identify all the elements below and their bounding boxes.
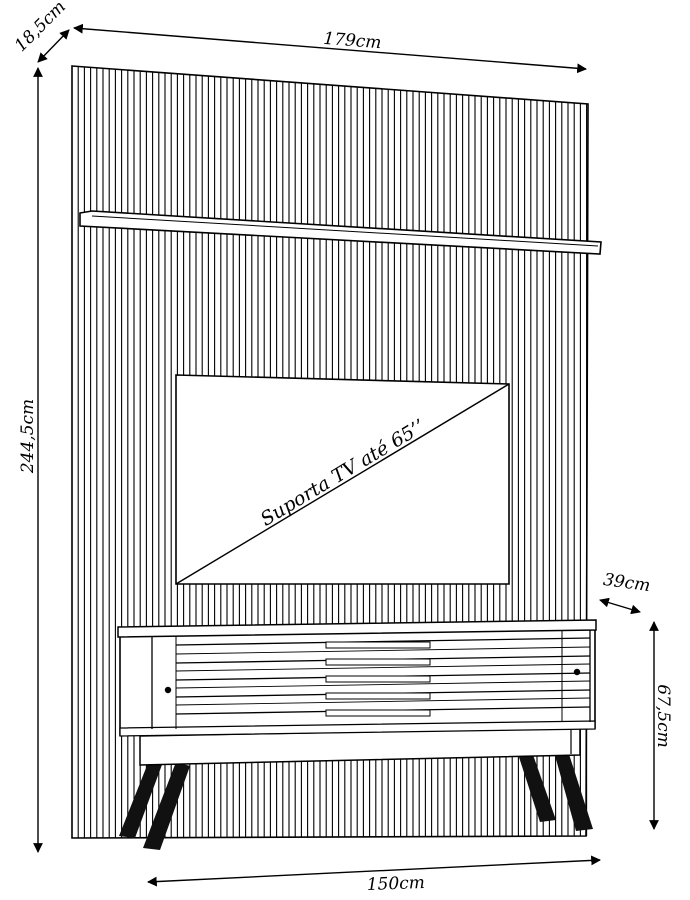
rack-leg-back-right — [554, 751, 593, 831]
label-height-total: 244,5cm — [18, 399, 38, 474]
rack-slat — [175, 680, 591, 689]
rack-right-knob-icon[interactable] — [573, 668, 581, 676]
arrow-width-panel — [73, 23, 587, 74]
arrow-width-rack — [147, 855, 601, 887]
panel-outline — [71, 65, 589, 839]
rack-slat — [175, 646, 591, 655]
rack-front-slats — [175, 637, 591, 717]
arrow-depth-rack — [599, 597, 641, 615]
label-height-rack: 67,5cm — [653, 684, 673, 748]
shelf-board — [79, 210, 602, 255]
arrow-depth-top — [37, 29, 70, 63]
tv-rack — [117, 619, 597, 850]
dimension-lines — [33, 23, 659, 887]
rack-center-inset — [325, 658, 431, 666]
rack-center-inset — [325, 692, 431, 700]
rack-center-inset — [325, 675, 431, 683]
rack-top — [117, 619, 597, 638]
rack-center-inset — [325, 709, 431, 717]
rack-slat — [175, 663, 591, 672]
label-depth-rack: 39cm — [602, 570, 652, 596]
rack-slat — [175, 697, 591, 706]
tv-area: Suporta TV até 65’’ — [175, 374, 510, 585]
tv-frame — [175, 374, 510, 585]
rack-leg-front-left — [119, 758, 163, 838]
rack-center-inset — [325, 641, 431, 649]
label-depth-top: 18,5cm — [11, 0, 70, 56]
label-width-rack: 150cm — [366, 873, 425, 895]
shelf-edge — [91, 215, 599, 247]
tv-diagonal — [175, 383, 510, 585]
rack-leg-back-left — [143, 762, 190, 850]
label-width-panel: 179cm — [323, 29, 382, 53]
rack-bottom-board — [119, 720, 596, 737]
rack-left-knob-icon[interactable] — [164, 686, 172, 694]
rack-leg-front-right — [518, 752, 556, 822]
top-shelf — [79, 210, 602, 255]
